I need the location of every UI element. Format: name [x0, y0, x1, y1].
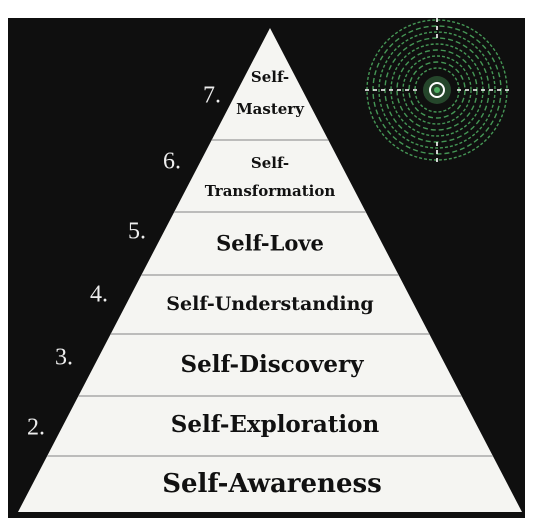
level-label: Self- — [251, 154, 289, 172]
level-label: Transformation — [205, 182, 336, 200]
level-label: Mastery — [236, 100, 305, 118]
level-label: Self-Understanding — [166, 293, 373, 315]
level-number: 5. — [128, 219, 146, 245]
level-label: Self-Awareness — [162, 469, 382, 499]
level-number: 7. — [203, 83, 221, 109]
labyrinth-icon — [365, 18, 509, 162]
level-labels: Self-MasterySelf-TransformationSelf-Love… — [162, 68, 382, 499]
level-label: Self- — [251, 68, 289, 86]
labyrinth-ring — [402, 55, 472, 125]
level-number: 3. — [55, 345, 73, 371]
labyrinth-ring — [378, 31, 496, 149]
level-label: Self-Exploration — [171, 411, 380, 438]
labyrinth-center-dot — [434, 87, 440, 93]
level-dividers — [47, 139, 493, 457]
pyramid-shape — [18, 28, 522, 512]
level-number: 2. — [27, 415, 45, 441]
level-label: Self-Love — [216, 231, 324, 256]
level-number: 6. — [163, 149, 181, 175]
level-number: 4. — [90, 282, 108, 308]
level-label: Self-Discovery — [180, 351, 364, 378]
labyrinth-center — [429, 82, 445, 98]
level-numbers: 7. 6. 5. 4. 3. 2. — [27, 83, 221, 441]
